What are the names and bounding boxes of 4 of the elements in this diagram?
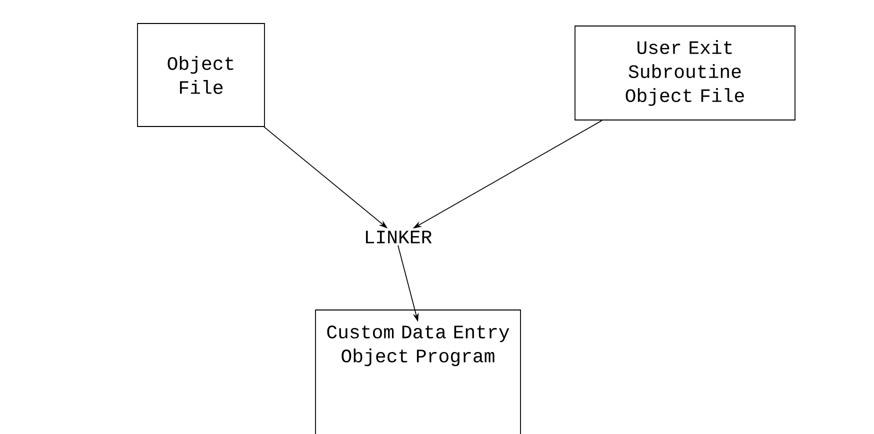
process-label: LINKER <box>366 230 432 244</box>
process-box: User Exit Subroutine Object File <box>574 26 796 120</box>
process-box: Custom Data Entry Object Program <box>315 310 521 434</box>
process-box: Object File <box>137 23 265 127</box>
